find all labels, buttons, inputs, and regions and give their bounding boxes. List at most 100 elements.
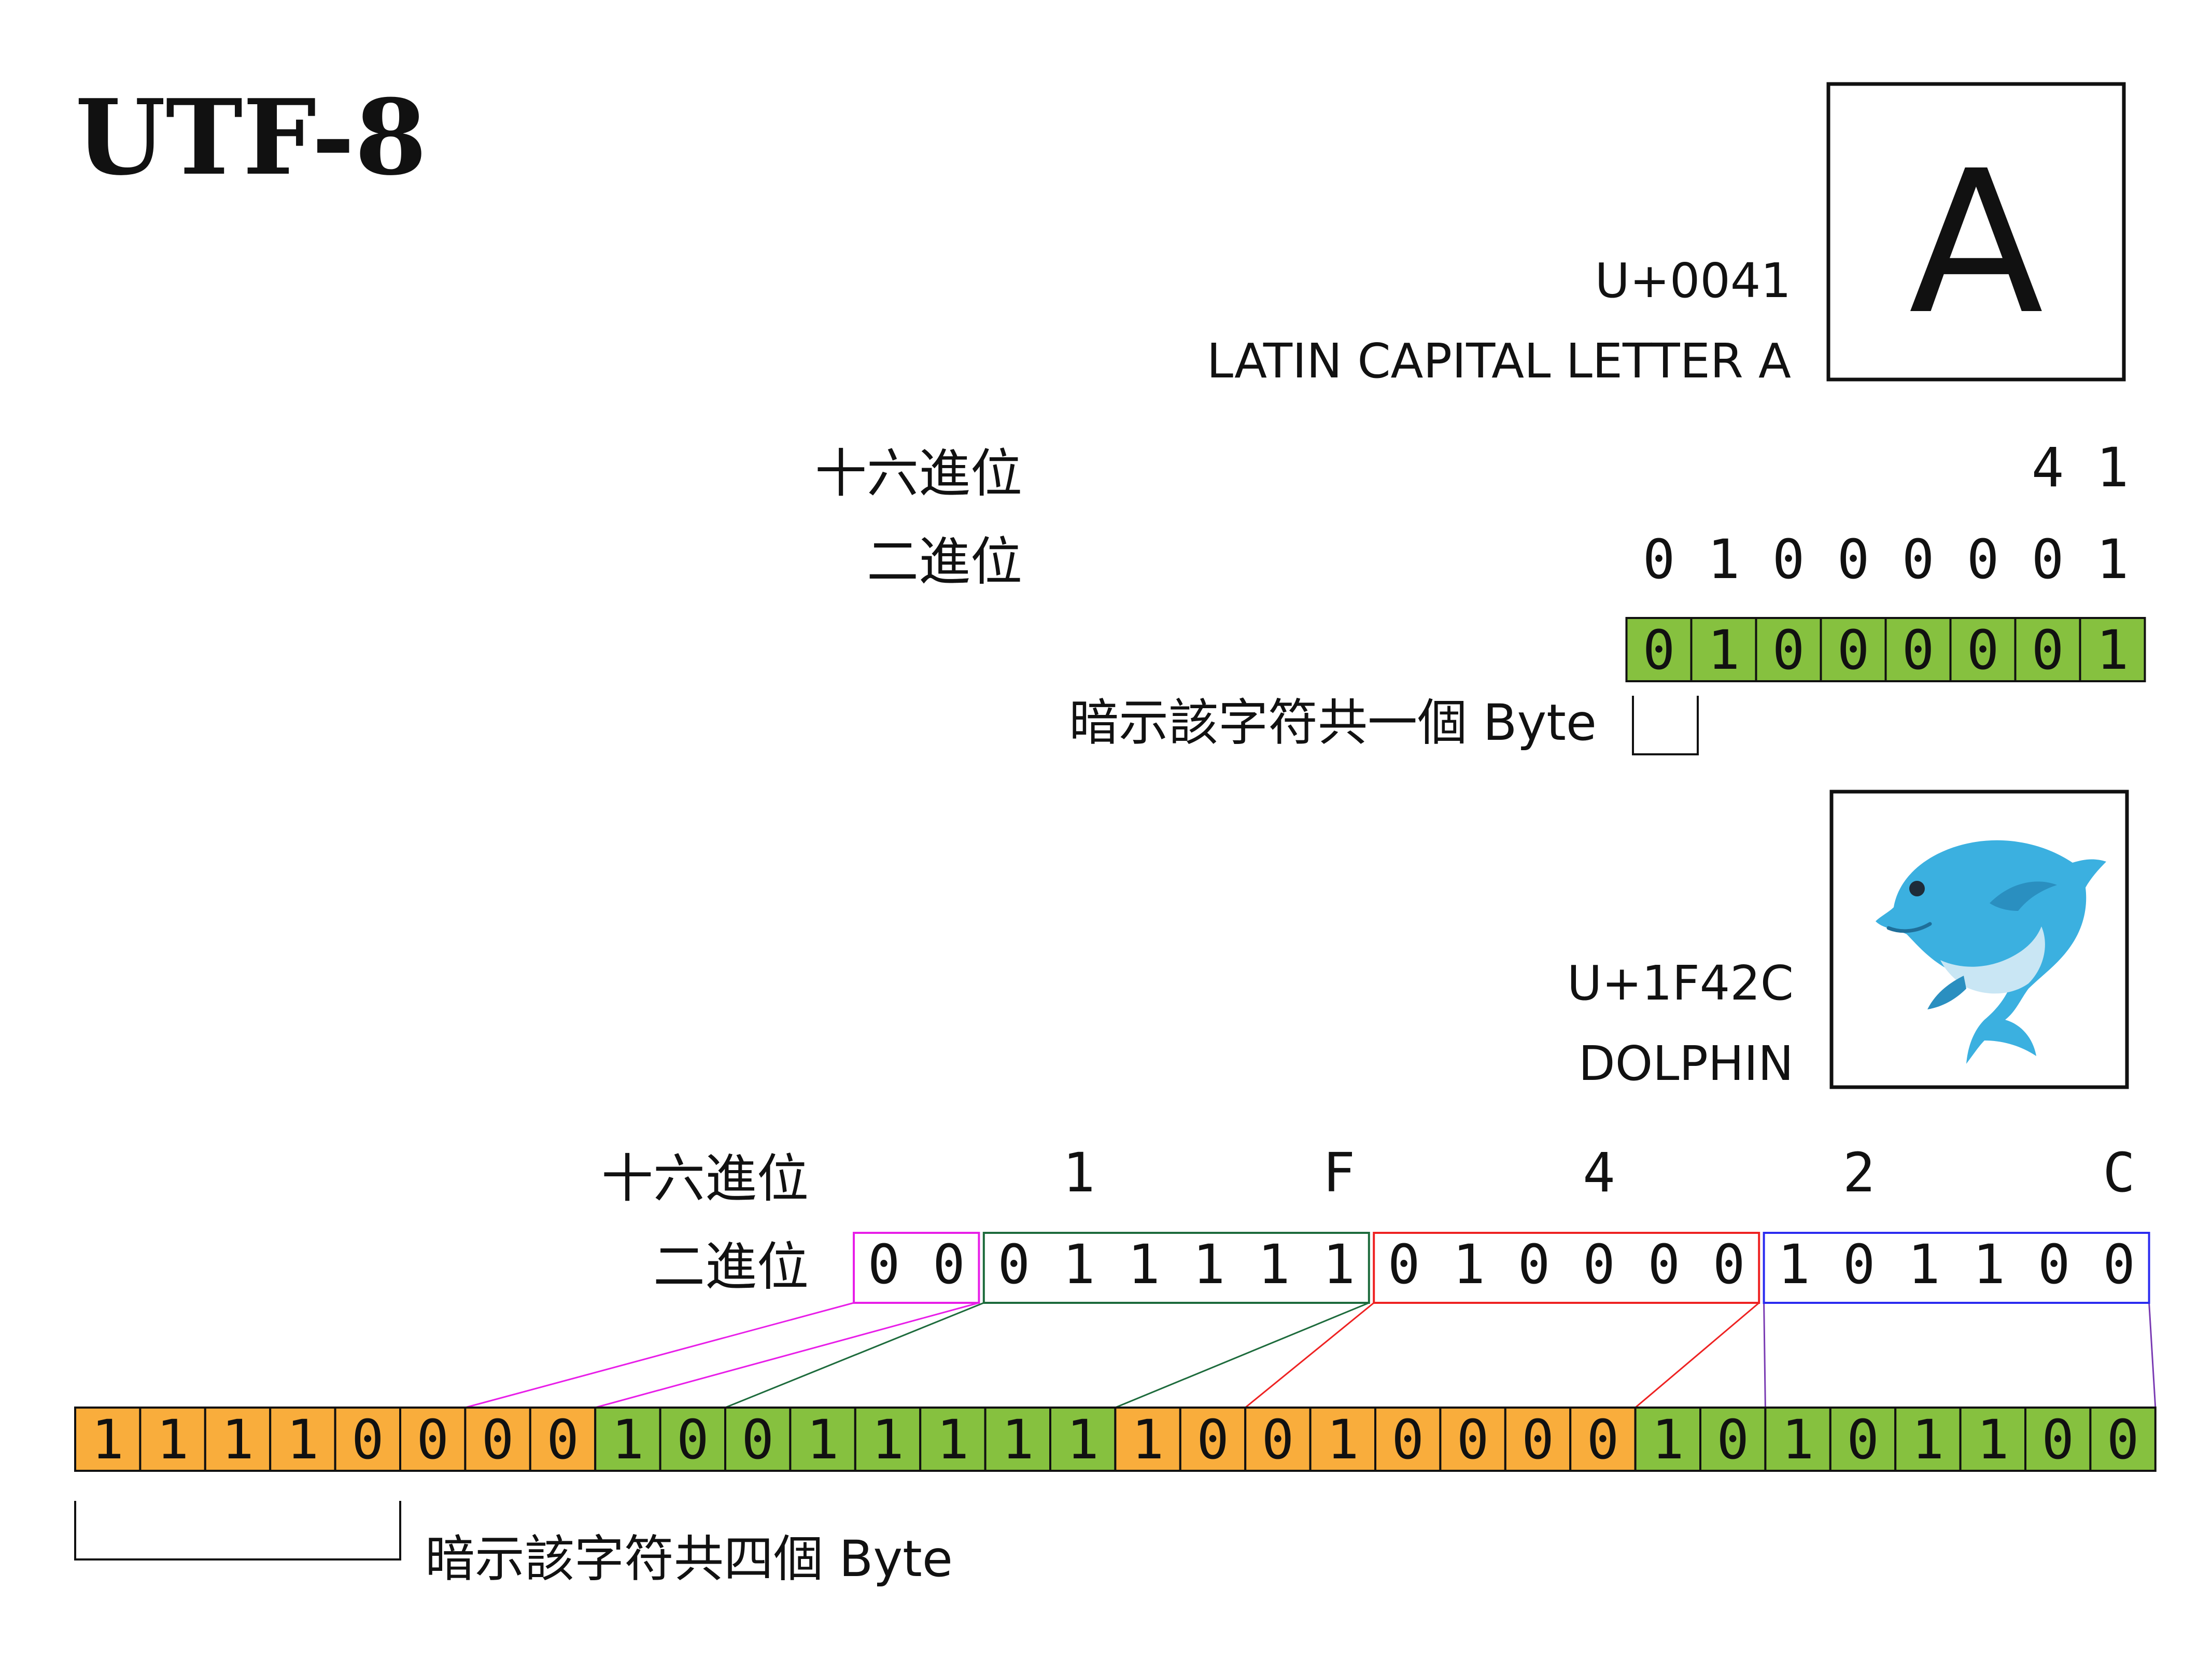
a-encoded-bit-cell (1690, 617, 1757, 682)
dolphin-encoded-bit: 1 (221, 1408, 254, 1471)
dolphin-encoded-bit-cell (594, 1407, 661, 1472)
char-a-box: A (1826, 82, 2126, 382)
dolphin-bin-bit: 1 (1063, 1233, 1095, 1296)
dolphin-encoded-bit-cell (1699, 1407, 1767, 1472)
dolphin-bin-bit: 1 (1973, 1233, 2005, 1296)
dolphin-encoded-bit: 1 (1652, 1408, 1684, 1471)
a-bin-digit: 0 (1772, 528, 1805, 591)
dolphin-encoded-bit-cell (74, 1407, 142, 1472)
dolphin-encoded-bit: 1 (807, 1408, 839, 1471)
a-bin-digit: 0 (2032, 528, 2064, 591)
a-hex-label: 十六進位 (815, 443, 1022, 504)
dolphin-connector-line (1115, 1302, 1370, 1409)
dolphin-bin-bit: 0 (2103, 1233, 2135, 1296)
a-bin-digit: 0 (1837, 528, 1870, 591)
a-encoded-bit-cell (1949, 617, 2017, 682)
dolphin-connector-line (1245, 1302, 1375, 1409)
dolphin-hex-digit: 1 (1063, 1141, 1095, 1204)
dolphin-connector-line (1635, 1302, 1760, 1409)
dolphin-encoded-bit-cell (1114, 1407, 1181, 1472)
a-encoded-bit: 1 (2096, 618, 2129, 682)
dolphin-encoded-bit: 0 (1262, 1408, 1294, 1471)
dolphin-encoded-bit: 1 (937, 1408, 969, 1471)
a-encoded-bit-cell (1625, 617, 1693, 682)
dolphin-encoded-bit: 0 (1847, 1408, 1879, 1471)
dolphin-encoded-bit: 1 (91, 1408, 124, 1471)
dolphin-encoded-bit: 0 (416, 1408, 449, 1471)
a-encoded-bit-cell (1884, 617, 1952, 682)
dolphin-connector-lines (465, 1302, 2157, 1409)
dolphin-encoded-bit-cell (1894, 1407, 1962, 1472)
dolphin-prefix-bracket (74, 1501, 401, 1560)
a-encoded-bit: 0 (1837, 618, 1870, 682)
char-dolphin-name: DOLPHIN (1579, 1036, 1794, 1091)
a-bin-digit: 1 (2096, 528, 2129, 591)
dolphin-bin-bit: 1 (1193, 1233, 1225, 1296)
a-hex-digit: 1 (2096, 436, 2129, 499)
dolphin-hex-digit: 4 (1583, 1141, 1615, 1204)
dolphin-encoded-bit: 1 (1327, 1408, 1359, 1471)
dolphin-encoded-bit-cell (724, 1407, 792, 1472)
dolphin-encoded-bit-cell (1374, 1407, 1442, 1472)
dolphin-connector-line (725, 1302, 984, 1409)
a-encoded-bit: 0 (1967, 618, 1999, 682)
dolphin-encoded-bit-cell (854, 1407, 922, 1472)
dolphin-encoded-bit-cell (1309, 1407, 1377, 1472)
dolphin-encoded-bit-cell (984, 1407, 1051, 1472)
dolphin-encoded-bit: 1 (1912, 1408, 1945, 1471)
dolphin-encoded-bit: 0 (2107, 1408, 2139, 1471)
dolphin-encoded-bit: 1 (1977, 1408, 2009, 1471)
dolphin-bin-bit: 1 (1322, 1233, 1355, 1296)
dolphin-connector-line (465, 1302, 854, 1409)
dolphin-bin-bit: 1 (1128, 1233, 1160, 1296)
dolphin-connector-line (595, 1302, 979, 1409)
a-encoded-bit: 0 (2032, 618, 2064, 682)
a-prefix-bracket (1632, 696, 1699, 755)
a-encoded-bit: 0 (1772, 618, 1805, 682)
dolphin-encoded-bit: 1 (612, 1408, 644, 1471)
dolphin-encoded-bit: 0 (1196, 1408, 1229, 1471)
dolphin-encoded-bit-cell (789, 1407, 856, 1472)
dolphin-encoded-bit-cell (1569, 1407, 1637, 1472)
dolphin-encoded-bit-cell (399, 1407, 467, 1472)
dolphin-encoded-bit: 0 (482, 1408, 514, 1471)
dolphin-encoded-bit: 1 (1066, 1408, 1099, 1471)
char-a-glyph: A (1909, 128, 2044, 358)
dolphin-encoded-bit: 0 (2041, 1408, 2074, 1471)
a-bin-digit: 0 (1643, 528, 1675, 591)
dolphin-encoded-bit: 1 (1782, 1408, 1814, 1471)
dolphin-encoded-bit-cell (529, 1407, 597, 1472)
dolphin-encoded-bit: 0 (546, 1408, 579, 1471)
a-encoded-bit-cell (2014, 617, 2081, 682)
a-prefix-note: 暗示該字符共一個 Byte (1069, 694, 1597, 752)
dolphin-encoded-bit: 1 (871, 1408, 904, 1471)
dolphin-encoded-bit: 1 (1132, 1408, 1164, 1471)
dolphin-bin-bit: 0 (868, 1233, 900, 1296)
dolphin-encoded-bit-cell (464, 1407, 531, 1472)
a-bin-digit: 0 (1967, 528, 1999, 591)
dolphin-bin-group-box (1763, 1232, 2150, 1304)
dolphin-bin-bit: 0 (2038, 1233, 2070, 1296)
dolphin-encoded-bit: 0 (351, 1408, 384, 1471)
dolphin-encoded-bit-cell (269, 1407, 336, 1472)
char-a-name: LATIN CAPITAL LETTER A (1207, 333, 1791, 389)
dolphin-bin-bit: 1 (1778, 1233, 1810, 1296)
dolphin-bin-group-box (853, 1232, 980, 1304)
dolphin-encoded-bit-cell (2089, 1407, 2157, 1472)
a-encoded-bit: 0 (1643, 618, 1675, 682)
dolphin-encoded-bit: 0 (1457, 1408, 1489, 1471)
dolphin-bin-group-box (982, 1232, 1370, 1304)
dolphin-encoded-bit-cell (1829, 1407, 1897, 1472)
dolphin-connector-line (1763, 1302, 1766, 1408)
dolphin-bin-bit: 0 (997, 1233, 1030, 1296)
dolphin-bin-bit: 1 (1258, 1233, 1290, 1296)
char-dolphin-codepoint: U+1F42C (1567, 955, 1794, 1011)
dolphin-hex-digit: C (2103, 1141, 2135, 1204)
dolphin-encoded-bit: 0 (1521, 1408, 1554, 1471)
dolphin-bin-bit: 0 (933, 1233, 965, 1296)
dolphin-encoded-bit: 0 (677, 1408, 709, 1471)
